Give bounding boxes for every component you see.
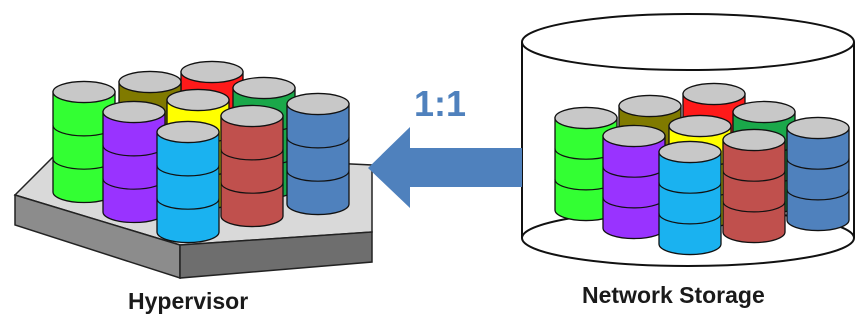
- storage-disk-crimson-body: [722, 139, 786, 244]
- hypervisor-disk-sky-band: [156, 165, 220, 177]
- network-storage-caption: Network Storage: [582, 282, 765, 308]
- ratio-label: 1:1: [414, 83, 467, 124]
- network-storage-disk-cluster: [554, 82, 850, 256]
- storage-disk-sky-band: [658, 182, 722, 194]
- storage-disk-steel-body: [786, 127, 850, 232]
- hypervisor-disk-purple: [102, 100, 166, 224]
- storage-disk-crimson: [722, 128, 786, 244]
- storage-disk-sky-band: [658, 213, 722, 225]
- storage-disk-crimson-cap: [722, 128, 786, 152]
- hypervisor-disk-green-cap: [232, 76, 296, 100]
- storage-disk-purple-cap: [602, 124, 666, 148]
- hypervisor-disk-steel-band: [286, 137, 350, 149]
- hypervisor-disk-purple-body: [102, 111, 166, 224]
- hypervisor-disk-sky: [156, 120, 220, 244]
- storage-disk-purple-body: [602, 135, 666, 240]
- hypervisor-disk-sky-body: [156, 131, 220, 244]
- storage-disk-sky: [658, 140, 722, 256]
- hypervisor-disk-crimson-cap: [220, 104, 284, 128]
- hypervisor-disk-purple-cap: [102, 100, 166, 124]
- hypervisor-disk-olive-cap: [118, 70, 182, 94]
- hypervisor-disk-steel-cap: [286, 92, 350, 116]
- hypervisor-disk-steel-body: [286, 103, 350, 216]
- hypervisor-disk-crimson-band: [220, 149, 284, 161]
- storage-disk-olive-cap: [618, 94, 682, 118]
- storage-disk-green-cap: [732, 100, 796, 124]
- hypervisor-disk-cluster: [52, 60, 350, 244]
- storage-disk-steel-band: [786, 189, 850, 201]
- hypervisor-disk-crimson: [220, 104, 284, 228]
- storage-disk-yellow-cap: [668, 114, 732, 138]
- transfer-arrow: [368, 127, 522, 208]
- hypervisor-disk-steel: [286, 92, 350, 216]
- storage-disk-steel-band: [786, 158, 850, 170]
- storage-disk-red-cap: [682, 82, 746, 106]
- storage-disk-steel: [786, 116, 850, 232]
- hypervisor-disk-lime-cap: [52, 80, 116, 104]
- platform-side: [179, 231, 373, 279]
- storage-disk-sky-body: [658, 151, 722, 256]
- storage-disk-sky-cap: [658, 140, 722, 164]
- hypervisor-disk-sky-band: [156, 198, 220, 210]
- storage-disk-crimson-band: [722, 170, 786, 182]
- container-top: [521, 13, 855, 71]
- storage-disk-lime-cap: [554, 106, 618, 130]
- hypervisor-disk-red-cap: [180, 60, 244, 84]
- hypervisor-caption: Hypervisor: [128, 288, 249, 314]
- hypervisor-disk-steel-band: [286, 170, 350, 182]
- hypervisor-disk-crimson-body: [220, 115, 284, 228]
- hypervisor-disk-yellow-cap: [166, 88, 230, 112]
- hypervisor-disk-sky-cap: [156, 120, 220, 144]
- storage-disk-crimson-band: [722, 201, 786, 213]
- storage-disk-purple: [602, 124, 666, 240]
- storage-disk-steel-cap: [786, 116, 850, 140]
- hypervisor-disk-crimson-band: [220, 182, 284, 194]
